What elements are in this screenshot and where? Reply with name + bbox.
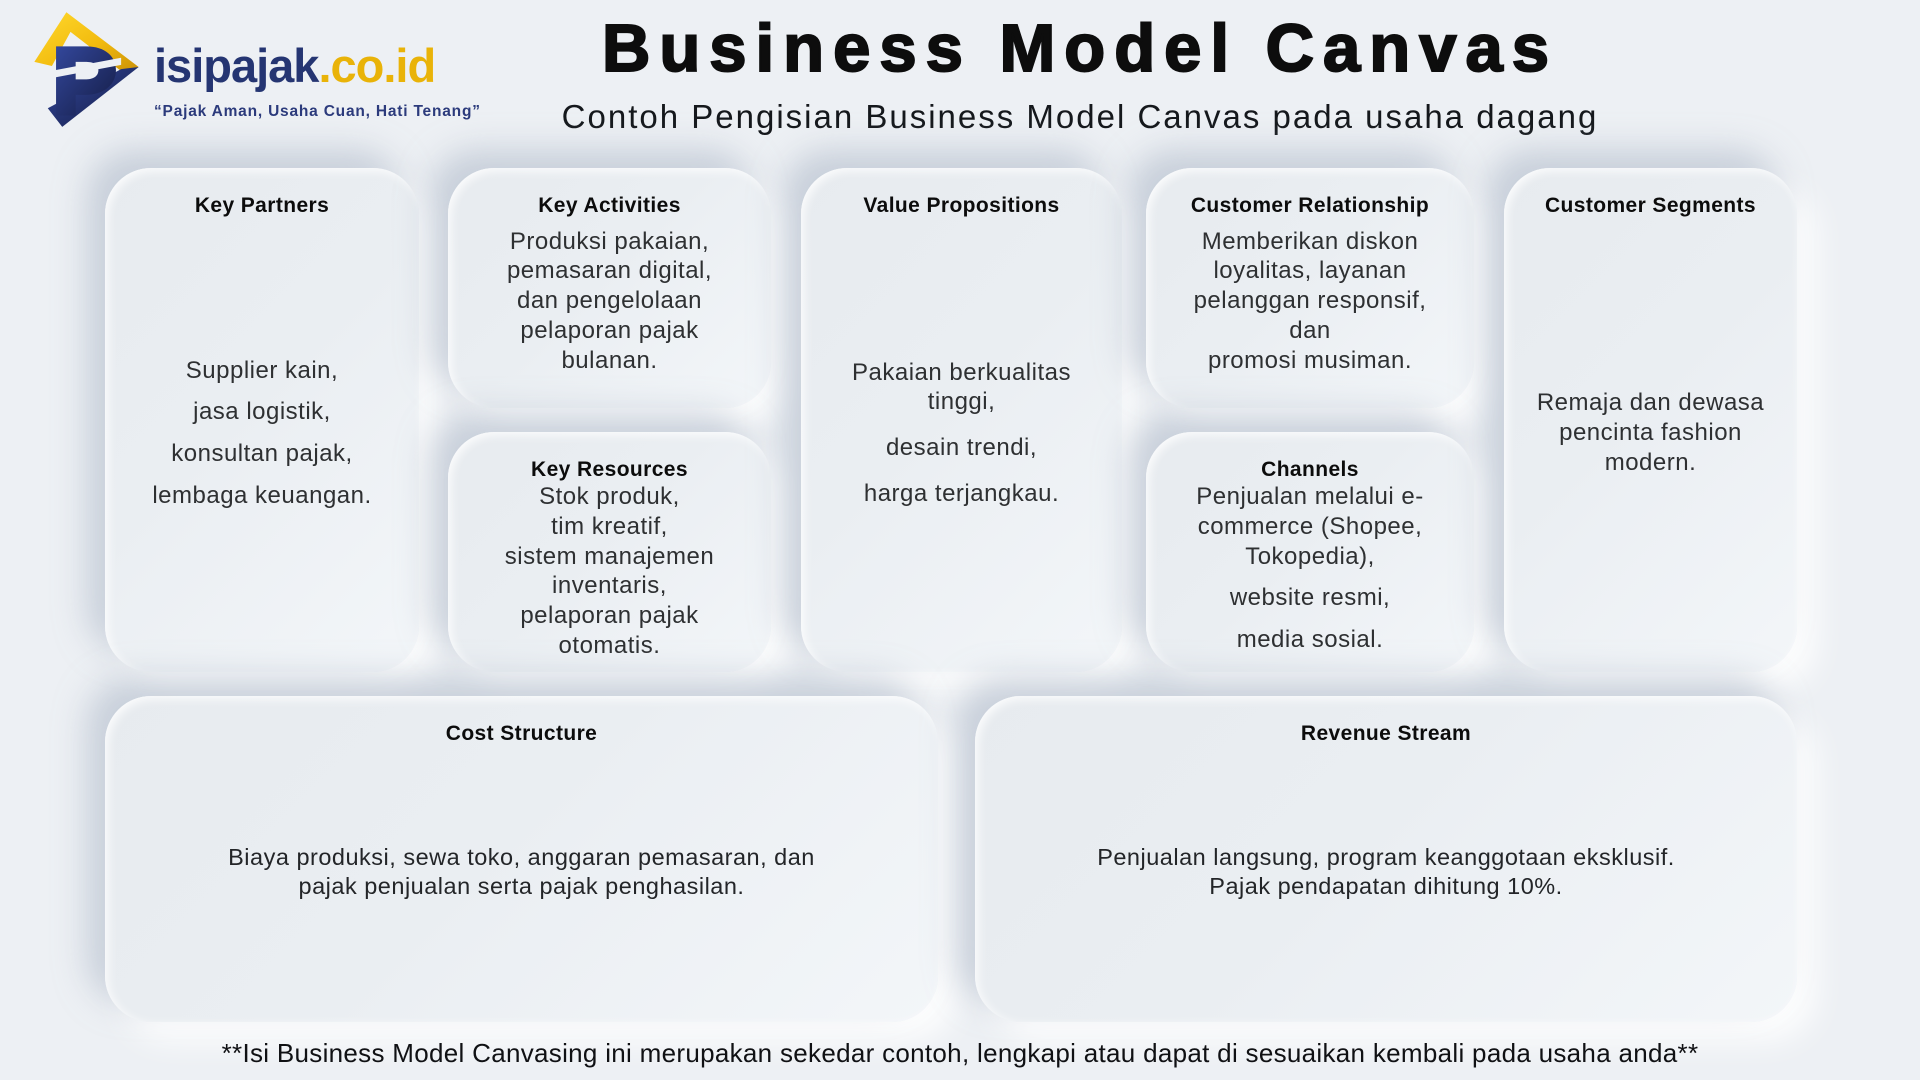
card-body: Penjualan melalui e- commerce (Shopee, T… [1176,482,1444,655]
card-key-resources: Key Resources Stok produk, tim kreatif, … [448,432,771,672]
card-body: Stok produk, tim kreatif, sistem manajem… [478,482,741,661]
card-title: Channels [1261,458,1359,481]
card-key-partners: Key Partners Supplier kain, jasa logisti… [105,168,419,672]
card-title: Key Activities [538,194,681,217]
card-paragraph: Pakaian berkualitas tinggi, [852,358,1071,416]
card-paragraph: harga terjangkau. [863,479,1060,507]
card-text: Produksi pakaian, pemasaran digital, dan… [506,227,713,374]
card-title: Cost Structure [445,722,598,745]
card-channels: Channels Penjualan melalui e- commerce (… [1146,432,1474,672]
card-paragraph: media sosial. [1236,626,1384,653]
card-text: Memberikan diskon loyalitas, layanan pel… [1193,227,1427,374]
card-customer-relationship: Customer Relationship Memberikan diskon … [1146,168,1474,408]
card-title: Revenue Stream [1300,722,1472,745]
card-body: Remaja dan dewasa pencinta fashion moder… [1534,218,1767,648]
card-body: Biaya produksi, sewa toko, anggaran pema… [135,746,908,998]
page-subtitle: Contoh Pengisian Business Model Canvas p… [561,98,1599,136]
card-title: Value Propositions [863,194,1060,217]
card-body: Supplier kain, jasa logistik, konsultan … [135,218,389,648]
brand-name: isipajak.co.id [154,42,481,89]
card-paragraph: Penjualan melalui e- commerce (Shopee, T… [1196,483,1424,570]
card-paragraph: website resmi, [1229,584,1391,612]
card-title: Customer Relationship [1190,194,1430,217]
page-title: Business Model Canvas [601,11,1559,86]
card-body: Produksi pakaian, pemasaran digital, dan… [478,218,741,384]
card-key-activities: Key Activities Produksi pakaian, pemasar… [448,168,771,408]
card-line: jasa logistik, [193,398,331,426]
card-line: konsultan pajak, [171,440,353,467]
card-text: Biaya produksi, sewa toko, anggaran pema… [228,843,815,899]
card-paragraph: desain trendi, [885,434,1038,461]
card-line: Supplier kain, [185,356,339,384]
card-customer-segments: Customer Segments Remaja dan dewasa penc… [1504,168,1797,672]
card-body: Pakaian berkualitas tinggi, desain trend… [831,218,1092,648]
brand-tagline: “Pajak Aman, Usaha Cuan, Hati Tenang” [154,103,481,120]
card-title: Customer Segments [1544,194,1757,217]
card-text: Stok produk, tim kreatif, sistem manajem… [504,483,715,659]
footer-disclaimer: **Isi Business Model Canvasing ini merup… [221,1038,1699,1068]
card-line: lembaga keuangan. [152,481,372,509]
card-value-propositions: Value Propositions Pakaian berkualitas t… [801,168,1122,672]
header: Business Model Canvas Contoh Pengisian B… [300,11,1860,136]
brand-logo: isipajak.co.id “Pajak Aman, Usaha Cuan, … [28,4,481,130]
card-text: Remaja dan dewasa pencinta fashion moder… [1536,389,1765,476]
card-body: Penjualan langsung, program keanggotaan … [1005,746,1767,998]
brand-name-primary: isipajak [154,39,319,92]
card-title: Key Resources [531,458,688,481]
brand-text: isipajak.co.id “Pajak Aman, Usaha Cuan, … [154,42,481,121]
paper-plane-p-icon [34,12,139,127]
card-title: Key Partners [194,194,330,217]
card-revenue-stream: Revenue Stream Penjualan langsung, progr… [975,696,1797,1022]
card-body: Memberikan diskon loyalitas, layanan pel… [1176,218,1444,384]
card-cost-structure: Cost Structure Biaya produksi, sewa toko… [105,696,938,1022]
brand-name-suffix: .co.id [318,39,436,92]
card-text: Penjualan langsung, program keanggotaan … [1097,843,1675,899]
